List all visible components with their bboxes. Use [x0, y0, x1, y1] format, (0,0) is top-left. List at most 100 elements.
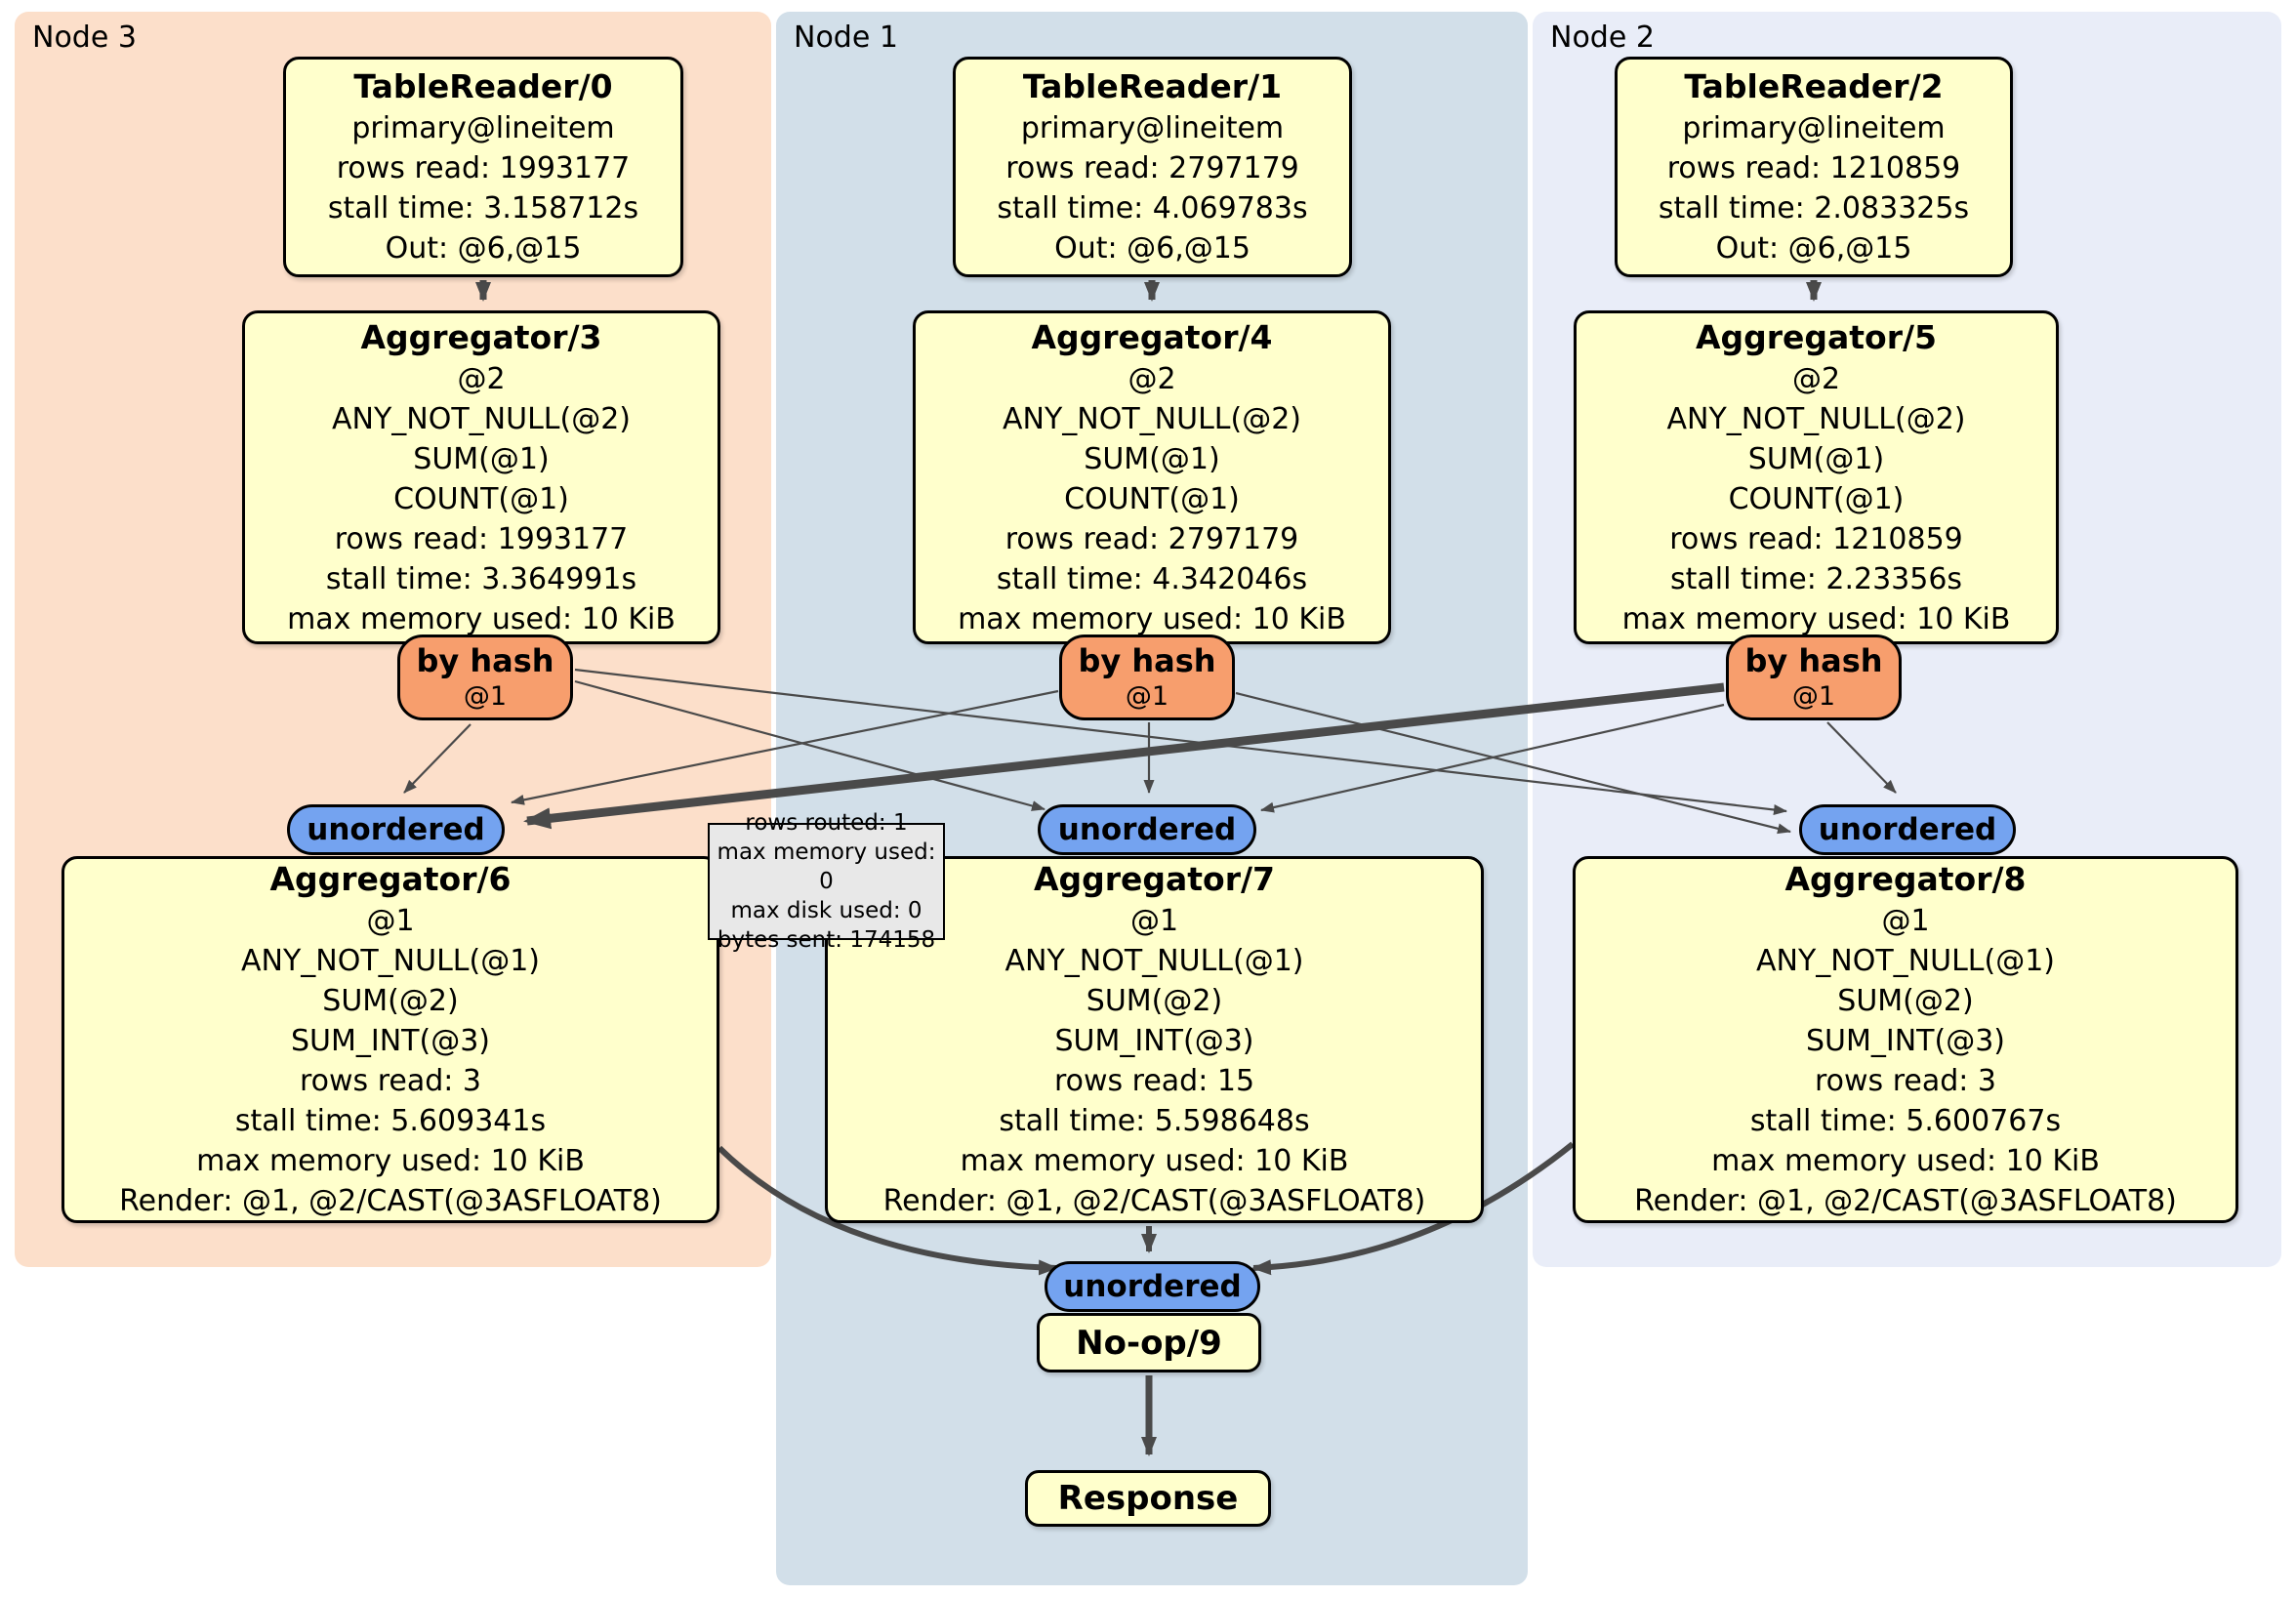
stat-line: max memory used: 10 KiB — [960, 1144, 1349, 1178]
stat-line: rows read: 1210859 — [1669, 521, 1963, 556]
stat-line: max memory used: 10 KiB — [287, 601, 676, 636]
stat-line: ANY_NOT_NULL(@2) — [1003, 401, 1301, 436]
stat-line: stall time: 3.364991s — [325, 561, 637, 596]
edge-byhash2-unordered1 — [1260, 703, 1725, 813]
stat-line: ANY_NOT_NULL(@1) — [1004, 944, 1304, 978]
processor-title: Aggregator/5 — [1695, 317, 1938, 356]
stat-line: SUM_INT(@3) — [1806, 1024, 2005, 1058]
stat-line: SUM_INT(@3) — [1054, 1024, 1254, 1058]
processor-aggregator-4: Aggregator/4 @2 ANY_NOT_NULL(@2) SUM(@1)… — [913, 310, 1391, 644]
processor-tablereader-1: TableReader/1 primary@lineitem rows read… — [953, 57, 1352, 277]
router-by-hash-node3: by hash @1 — [397, 635, 573, 720]
processor-title: TableReader/1 — [1022, 67, 1283, 105]
router-label: by hash — [416, 642, 554, 679]
stat-line: @1 — [366, 904, 415, 938]
router-arg: @1 — [1791, 681, 1836, 712]
tooltip-line: rows routed: 1 — [745, 810, 908, 836]
stat-line: stall time: 2.23356s — [1669, 561, 1963, 596]
stat-line: max memory used: 10 KiB — [196, 1144, 585, 1178]
stat-line: rows read: 2797179 — [1004, 521, 1299, 556]
processor-title: No-op/9 — [1076, 1323, 1222, 1363]
processor-response: Response — [1025, 1470, 1271, 1527]
stat-line: @2 — [1128, 361, 1176, 396]
stat-line: Out: @6,@15 — [385, 231, 582, 266]
stat-line: ANY_NOT_NULL(@2) — [332, 401, 631, 436]
router-arg: @1 — [463, 681, 508, 712]
stream-label: unordered — [1057, 812, 1237, 847]
processor-title: Aggregator/8 — [1784, 860, 2027, 898]
stat-line: ANY_NOT_NULL(@1) — [241, 944, 540, 978]
edge-agg8-final-unordered — [1251, 1141, 1575, 1276]
stream-label: unordered — [307, 812, 485, 847]
processor-title: Aggregator/7 — [1033, 860, 1276, 898]
stat-line: stall time: 5.598648s — [999, 1104, 1310, 1138]
stat-line: rows read: 1993177 — [336, 151, 631, 185]
stat-line: rows read: 3 — [299, 1064, 482, 1098]
processor-title: Aggregator/4 — [1031, 317, 1273, 356]
edge-byhash3-unordered3 — [403, 723, 472, 794]
edge-byhash3-unordered1 — [574, 679, 1046, 811]
stat-line: rows read: 15 — [1053, 1064, 1255, 1098]
region-label: Node 3 — [32, 20, 137, 55]
stat-line: ANY_NOT_NULL(@1) — [1756, 944, 2055, 978]
processor-title: Aggregator/3 — [360, 317, 602, 356]
router-label: by hash — [1744, 642, 1883, 679]
stat-line: COUNT(@1) — [1064, 481, 1240, 516]
stat-line: max memory used: 10 KiB — [1711, 1144, 2100, 1178]
stat-line: ANY_NOT_NULL(@2) — [1666, 401, 1966, 436]
stat-line: stall time: 5.609341s — [234, 1104, 547, 1138]
region-label: Node 1 — [794, 20, 898, 55]
edge-byhash2-unordered3-highlighted[interactable] — [523, 682, 1725, 830]
processor-aggregator-6: Aggregator/6 @1 ANY_NOT_NULL(@1) SUM(@2)… — [62, 856, 719, 1223]
stat-line: SUM(@1) — [1084, 441, 1220, 476]
tooltip-line: max disk used: 0 — [730, 898, 922, 923]
stream-label: unordered — [1063, 1269, 1242, 1304]
stat-line: Render: @1, @2/CAST(@3ASFLOAT8) — [119, 1184, 662, 1218]
stat-line: @2 — [1791, 361, 1841, 396]
edge-byhash3-unordered2 — [574, 668, 1787, 815]
region-label: Node 2 — [1550, 20, 1655, 55]
stat-line: stall time: 3.158712s — [327, 191, 639, 225]
edge-byhash1-unordered3 — [511, 689, 1059, 805]
processor-noop-9: No-op/9 — [1037, 1313, 1261, 1372]
stat-line: SUM(@2) — [1837, 984, 1974, 1018]
processor-aggregator-5: Aggregator/5 @2 ANY_NOT_NULL(@2) SUM(@1)… — [1574, 310, 2059, 644]
stat-line: primary@lineitem — [1020, 111, 1285, 145]
edge-agg6-final-unordered — [717, 1145, 1058, 1276]
stat-line: COUNT(@1) — [1728, 481, 1905, 516]
processor-title: TableReader/2 — [1684, 67, 1944, 105]
stat-line: max memory used: 10 KiB — [958, 601, 1346, 636]
stat-line: COUNT(@1) — [393, 481, 569, 516]
stat-line: rows read: 3 — [1814, 1064, 1997, 1098]
stat-line: stall time: 2.083325s — [1658, 191, 1970, 225]
processor-title: Aggregator/6 — [269, 860, 512, 898]
stream-unordered-node1: unordered — [1038, 804, 1256, 855]
processor-tablereader-0: TableReader/0 primary@lineitem rows read… — [283, 57, 683, 277]
router-label: by hash — [1078, 642, 1216, 679]
processor-title: TableReader/0 — [353, 67, 613, 105]
processor-aggregator-7: Aggregator/7 @1 ANY_NOT_NULL(@1) SUM(@2)… — [825, 856, 1484, 1223]
processor-aggregator-3: Aggregator/3 @2 ANY_NOT_NULL(@2) SUM(@1)… — [242, 310, 720, 644]
router-by-hash-node2: by hash @1 — [1726, 635, 1902, 720]
stat-line: Render: @1, @2/CAST(@3ASFLOAT8) — [1634, 1184, 2177, 1218]
stat-line: @1 — [1129, 904, 1179, 938]
edge-byhash2-unordered2 — [1826, 721, 1897, 794]
router-arg: @1 — [1125, 681, 1169, 712]
edge-tooltip: rows routed: 1 max memory used: 0 max di… — [708, 810, 945, 953]
stat-line: Out: @6,@15 — [1054, 231, 1250, 266]
stat-line: max memory used: 10 KiB — [1621, 601, 2011, 636]
stream-unordered-final: unordered — [1045, 1261, 1260, 1312]
stat-line: stall time: 4.342046s — [996, 561, 1308, 596]
processor-title: Response — [1057, 1479, 1239, 1518]
edge-byhash1-unordered2 — [1235, 691, 1791, 835]
stat-line: @2 — [457, 361, 506, 396]
stat-line: SUM(@1) — [1747, 441, 1885, 476]
stream-unordered-node3: unordered — [287, 804, 505, 855]
tooltip-line: bytes sent: 174158 — [717, 927, 936, 953]
processor-aggregator-8: Aggregator/8 @1 ANY_NOT_NULL(@1) SUM(@2)… — [1573, 856, 2238, 1223]
stat-line: SUM(@2) — [322, 984, 459, 1018]
stat-line: Out: @6,@15 — [1715, 231, 1912, 266]
stat-line: rows read: 1993177 — [334, 521, 629, 556]
